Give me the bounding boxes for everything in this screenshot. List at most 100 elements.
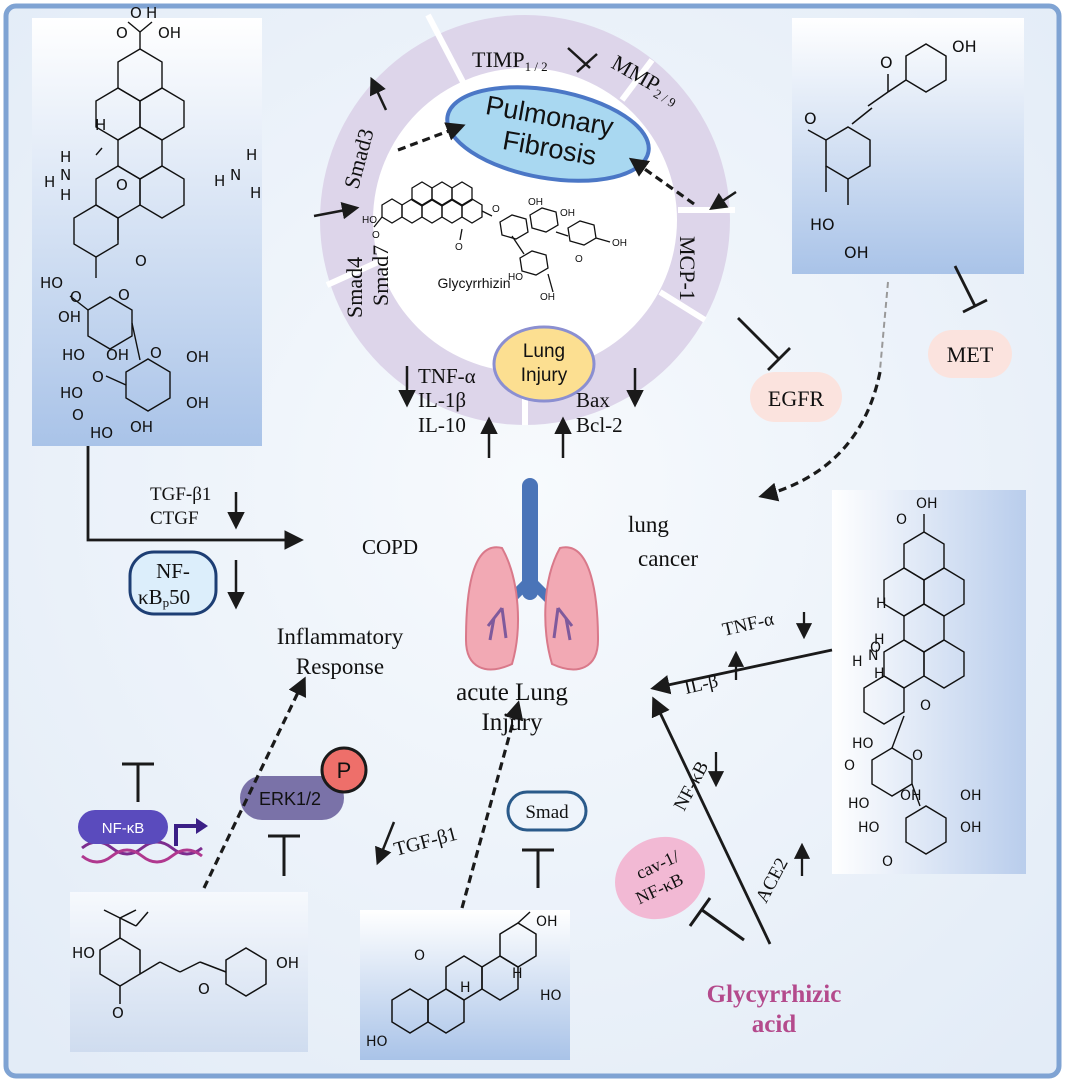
svg-text:H: H (852, 654, 863, 670)
svg-text:N: N (230, 166, 241, 184)
svg-text:N: N (868, 648, 878, 664)
bottom-middle-molecule-panel (360, 910, 570, 1060)
svg-text:H: H (246, 146, 257, 164)
pulmonary-fibrosis-node: Pulmonary Fibrosis (445, 85, 651, 183)
svg-text:O: O (116, 176, 128, 194)
svg-text:H: H (60, 186, 71, 204)
svg-text:H: H (214, 172, 225, 190)
tgf2-down-arrow (375, 821, 396, 866)
ali-dashed-arrow (460, 700, 524, 909)
svg-text:O: O (135, 252, 147, 270)
svg-text:H: H (876, 596, 887, 612)
svg-text:O: O (882, 854, 893, 870)
svg-text:O: O (70, 288, 82, 306)
svg-text:OH: OH (186, 348, 209, 366)
right-molecule-arrow (650, 648, 833, 695)
il1b-ring-label: IL-1β (418, 388, 466, 412)
svg-text:O: O (150, 344, 162, 362)
svg-text:HO: HO (810, 215, 835, 234)
mcp1-label: MCP-1 (675, 236, 700, 301)
lungs-icon (464, 478, 600, 671)
il10-ring-label: IL-10 (418, 413, 466, 437)
svg-text:O: O (880, 53, 893, 72)
smad47-arrow (313, 202, 360, 220)
svg-text:O: O (92, 368, 104, 386)
svg-text:H: H (95, 116, 106, 134)
erk-inhibit (268, 834, 300, 876)
svg-text:O: O (116, 24, 128, 42)
svg-text:O: O (455, 242, 463, 253)
bcl2-label: Bcl-2 (576, 413, 623, 437)
svg-text:HO: HO (858, 820, 880, 836)
smad3-up-arrow (369, 76, 388, 111)
svg-text:O: O (844, 758, 855, 774)
top-left-molecule-panel (32, 18, 262, 446)
met-inhibit (953, 265, 988, 314)
svg-text:OH: OH (844, 243, 869, 262)
tnf-ring-label: TNF-α (418, 364, 476, 388)
svg-text:O: O (896, 512, 907, 528)
svg-text:MET: MET (947, 342, 994, 367)
lung-cancer-label-2: cancer (638, 546, 698, 571)
bottom-left-molecule-panel (70, 892, 308, 1052)
svg-text:O: O (112, 1004, 124, 1022)
ali-label-1: acute Lung (456, 679, 568, 706)
cav1-nfkb-node: cav-1/ NF-κB (615, 836, 705, 920)
svg-text:OH: OH (58, 308, 81, 326)
svg-text:O: O (198, 980, 210, 998)
glycyrrhizin-atoms: HO O O O OH OH OH OH O HO (362, 197, 627, 303)
inflammatory-label-1: Inflammatory (277, 624, 404, 649)
svg-text:H: H (512, 966, 523, 982)
injury-label-2: Injury (521, 365, 568, 386)
svg-text:OH: OH (536, 914, 558, 930)
ammonium-right: H N H H (852, 632, 885, 682)
glycyrrhizin-structure (373, 181, 611, 293)
svg-text:OH: OH (276, 954, 299, 972)
svg-text:OH: OH (952, 37, 977, 56)
svg-text:H: H (60, 148, 71, 166)
ali-label-2: Injury (481, 709, 543, 736)
svg-text:HO: HO (852, 736, 874, 752)
svg-text:H: H (874, 666, 885, 682)
mcp1-arrow (709, 190, 737, 210)
svg-text:HO: HO (90, 424, 113, 442)
bottom-left-molecule-atoms: HO OH O O (72, 944, 299, 1022)
svg-text:OH: OH (560, 208, 575, 219)
top-right-molecule (807, 43, 947, 205)
svg-text:HO: HO (72, 944, 95, 962)
svg-text:O: O (912, 748, 923, 764)
svg-text:HO: HO (40, 274, 63, 292)
copd-label: COPD (362, 535, 418, 559)
svg-text:H: H (874, 632, 885, 648)
ammonium-left-1: H N H H (44, 148, 71, 204)
timp-label: TIMP1 / 2 (472, 47, 548, 74)
svg-text:OH: OH (612, 238, 627, 249)
svg-text:HO: HO (366, 1034, 388, 1050)
bottom-middle-molecule-atoms: O OH HO HO H H (366, 914, 562, 1050)
svg-text:κBp50: κBp50 (138, 585, 190, 610)
svg-text:H: H (146, 4, 157, 22)
egfr-node: EGFR (750, 372, 842, 422)
svg-text:Smad: Smad (525, 802, 569, 823)
top-left-molecule (69, 21, 185, 412)
svg-text:N: N (60, 166, 71, 184)
cav1-inhibit (688, 897, 745, 942)
ctgf-label: CTGF (150, 508, 199, 529)
lung-injury-node: Lung Injury (492, 325, 596, 403)
svg-text:OH: OH (916, 496, 938, 512)
svg-text:OH: OH (528, 197, 543, 208)
svg-text:H: H (44, 173, 55, 191)
smad7-label: Smad7 (368, 245, 393, 306)
egfr-inhibit (737, 317, 791, 371)
svg-text:OH: OH (900, 788, 922, 804)
light-dash-connector (879, 281, 889, 371)
svg-text:HO: HO (540, 988, 562, 1004)
svg-text:ERK1/2: ERK1/2 (259, 789, 321, 809)
svg-text:O: O (72, 406, 84, 424)
copd-arrow (86, 446, 304, 550)
smad-node: Smad (506, 790, 588, 832)
glycyrrhizic-label-2: acid (752, 1011, 797, 1038)
svg-text:OH: OH (540, 292, 555, 303)
svg-text:HO: HO (508, 272, 523, 283)
